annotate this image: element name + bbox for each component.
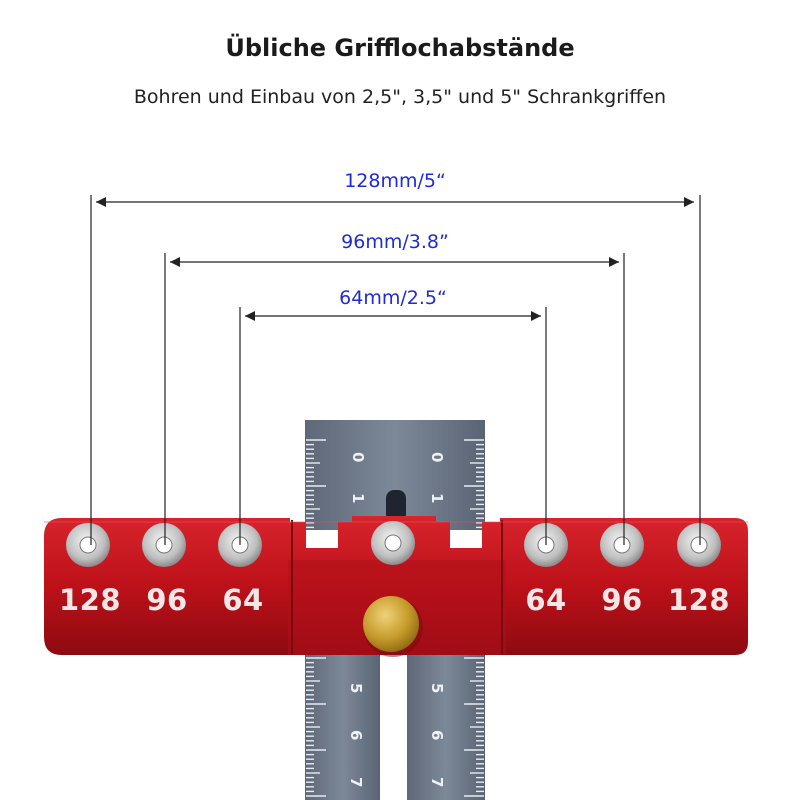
page-title: Übliche Grifflochabstände <box>225 34 575 62</box>
hole-label-left-64: 64 <box>222 583 264 617</box>
brass-knob <box>363 596 423 657</box>
ruler-number-top-right-1: 1 <box>428 493 446 503</box>
bushing-right-96 <box>600 523 644 567</box>
ruler-number-bottom-left-5: 5 <box>347 683 365 693</box>
dimension-label-128: 128mm/5“ <box>344 170 446 192</box>
ruler-number-bottom-right-5: 5 <box>428 683 446 693</box>
ruler-number-bottom-left-6: 6 <box>347 730 365 740</box>
drill-bushings <box>66 521 721 567</box>
bushing-left-128 <box>66 523 110 567</box>
ruler-number-bottom-right-6: 6 <box>428 730 446 740</box>
ruler-bottom <box>305 650 485 800</box>
hole-label-left-96: 96 <box>146 583 188 617</box>
hole-label-right-96: 96 <box>601 583 643 617</box>
ruler-number-bottom-left-7: 7 <box>347 777 365 787</box>
ruler-number-bottom-right-7: 7 <box>428 777 446 787</box>
dimension-lines <box>90 195 701 545</box>
bushing-center <box>371 521 415 565</box>
ruler-top <box>305 420 485 530</box>
ruler-number-top-right-0: 0 <box>428 452 446 462</box>
ruler-number-top-left-1: 1 <box>349 493 367 503</box>
page-subtitle: Bohren und Einbau von 2,5", 3,5" und 5" … <box>133 86 667 108</box>
hole-label-right-128: 128 <box>667 583 731 617</box>
bushing-left-96 <box>142 523 186 567</box>
dimension-label-64: 64mm/2.5“ <box>339 287 447 309</box>
dimension-label-96: 96mm/3.8” <box>341 231 449 253</box>
bushing-right-128 <box>677 523 721 567</box>
hole-label-right-64: 64 <box>525 583 567 617</box>
hole-label-left-128: 128 <box>58 583 122 617</box>
ruler-slot <box>386 490 406 522</box>
ruler-number-top-left-0: 0 <box>349 452 367 462</box>
